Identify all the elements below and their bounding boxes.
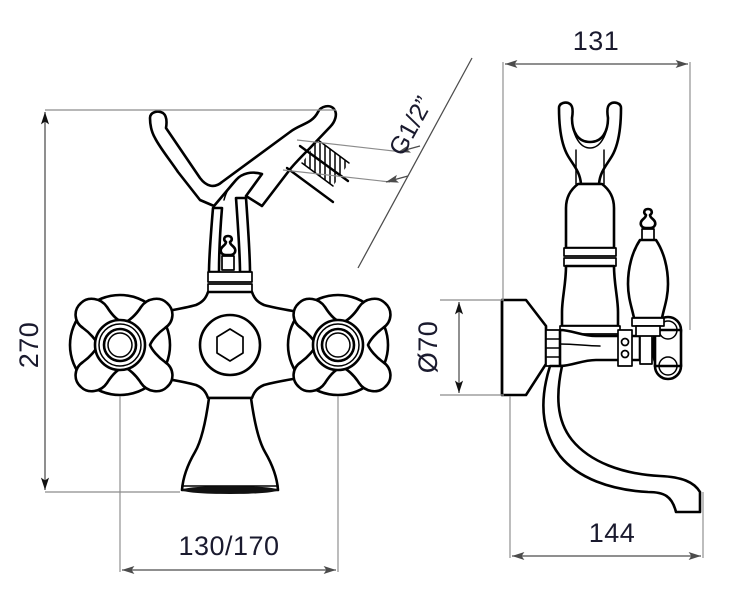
dimension-height-270: 270	[14, 109, 336, 493]
front-view-group	[68, 104, 392, 494]
dimension-label-spout-reach: 144	[589, 518, 636, 548]
center-body	[118, 290, 342, 400]
left-cross-handle[interactable]	[68, 293, 174, 397]
riser-column-side	[559, 182, 621, 345]
hex-nut-icon	[216, 328, 244, 362]
dimension-label-height: 270	[14, 322, 44, 369]
dimension-inlet-130-170: 130/170	[119, 396, 339, 575]
dimension-thread-callout: G1/2”	[282, 57, 473, 269]
spout-front	[180, 396, 280, 494]
riser-neck	[207, 196, 253, 293]
right-cross-handle[interactable]	[286, 293, 392, 397]
dimension-flange-70: Ø70	[413, 299, 504, 396]
dimension-label-thread: G1/2”	[384, 92, 439, 160]
dimension-reach-144: 144	[509, 396, 704, 561]
dimension-label-inlet-spacing: 130/170	[178, 531, 279, 561]
wall-flange-cone	[500, 298, 548, 397]
diverter-handle[interactable]	[626, 207, 670, 337]
shower-holder-cradle-side	[557, 101, 623, 186]
shower-holder-cradle	[148, 104, 338, 208]
curved-spout-side	[542, 364, 702, 514]
dimension-label-projection-top: 131	[573, 26, 620, 56]
side-view-group	[500, 101, 702, 514]
dimension-projection-131: 131	[502, 26, 691, 330]
dimension-label-flange-diameter: Ø70	[413, 321, 443, 374]
